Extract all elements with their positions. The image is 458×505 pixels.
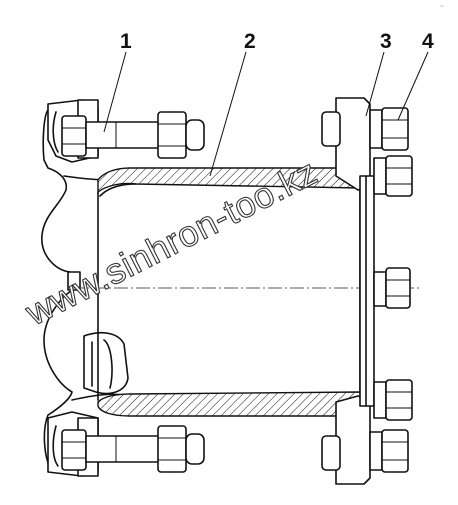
callout-label-1: 1 (120, 30, 132, 53)
callout-3: 3 (365, 30, 392, 117)
bolt-upper-left (61, 111, 205, 159)
bolt-lower-left (61, 425, 205, 473)
callout-label-3: 3 (380, 30, 392, 53)
callout-label-2: 2 (244, 30, 256, 53)
callout-1: 1 (103, 30, 132, 133)
callout-label-4: 4 (422, 30, 434, 53)
corner-mark: ~ (440, 4, 444, 10)
callout-2: 2 (209, 30, 256, 177)
left-flange-assembly (41, 99, 205, 477)
right-flange-assembly (321, 97, 413, 485)
callout-4: 4 (397, 30, 434, 121)
